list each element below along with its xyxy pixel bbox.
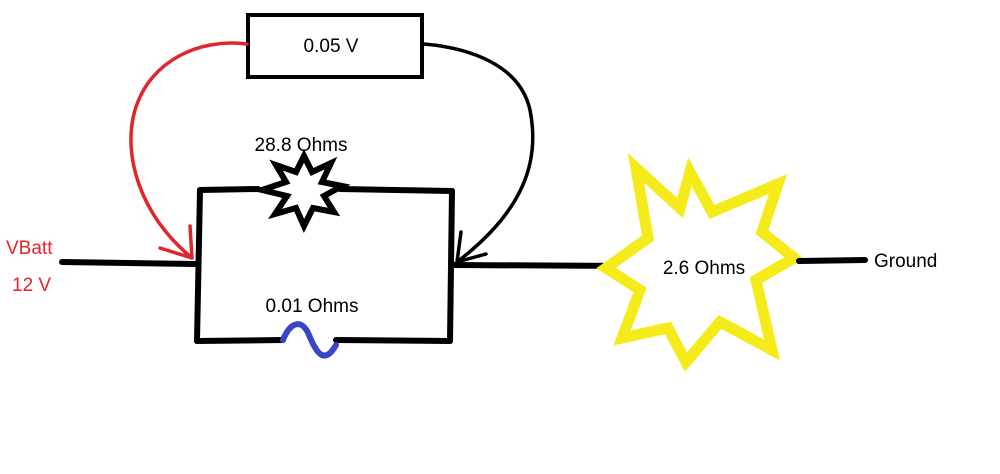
shunt-resistor-label: 0.01 Ohms (266, 296, 359, 317)
voltmeter-box (246, 13, 424, 79)
parallel-bottom-wire (194, 337, 453, 344)
load-resistor-burst (596, 153, 804, 372)
ground-label: Ground (874, 251, 937, 272)
battery-voltage-label: 12 V (12, 275, 51, 296)
load-resistor-label: 2.6 Ohms (663, 258, 745, 279)
black-lead-wire (422, 42, 535, 264)
ground-wire (796, 257, 868, 264)
red-lead-arrowhead (158, 224, 194, 260)
black-lead-arrowhead (455, 230, 488, 264)
top-resistor-label: 28.8 Ohms (255, 135, 348, 156)
input-wire (59, 259, 199, 267)
parallel-branch (194, 186, 455, 344)
parallel-top-wire (197, 186, 455, 194)
positive-probe-lead (129, 41, 249, 260)
battery-name-label: VBatt (6, 238, 53, 259)
negative-probe-lead (422, 42, 535, 264)
red-lead-wire (129, 41, 249, 260)
voltmeter-reading: 0.05 V (304, 36, 359, 57)
shunt-resistor-squiggle (280, 321, 339, 359)
parallel-left-wire (194, 187, 203, 344)
top-resistor-burst (251, 149, 351, 234)
voltmeter: 0.05 V (246, 13, 424, 79)
